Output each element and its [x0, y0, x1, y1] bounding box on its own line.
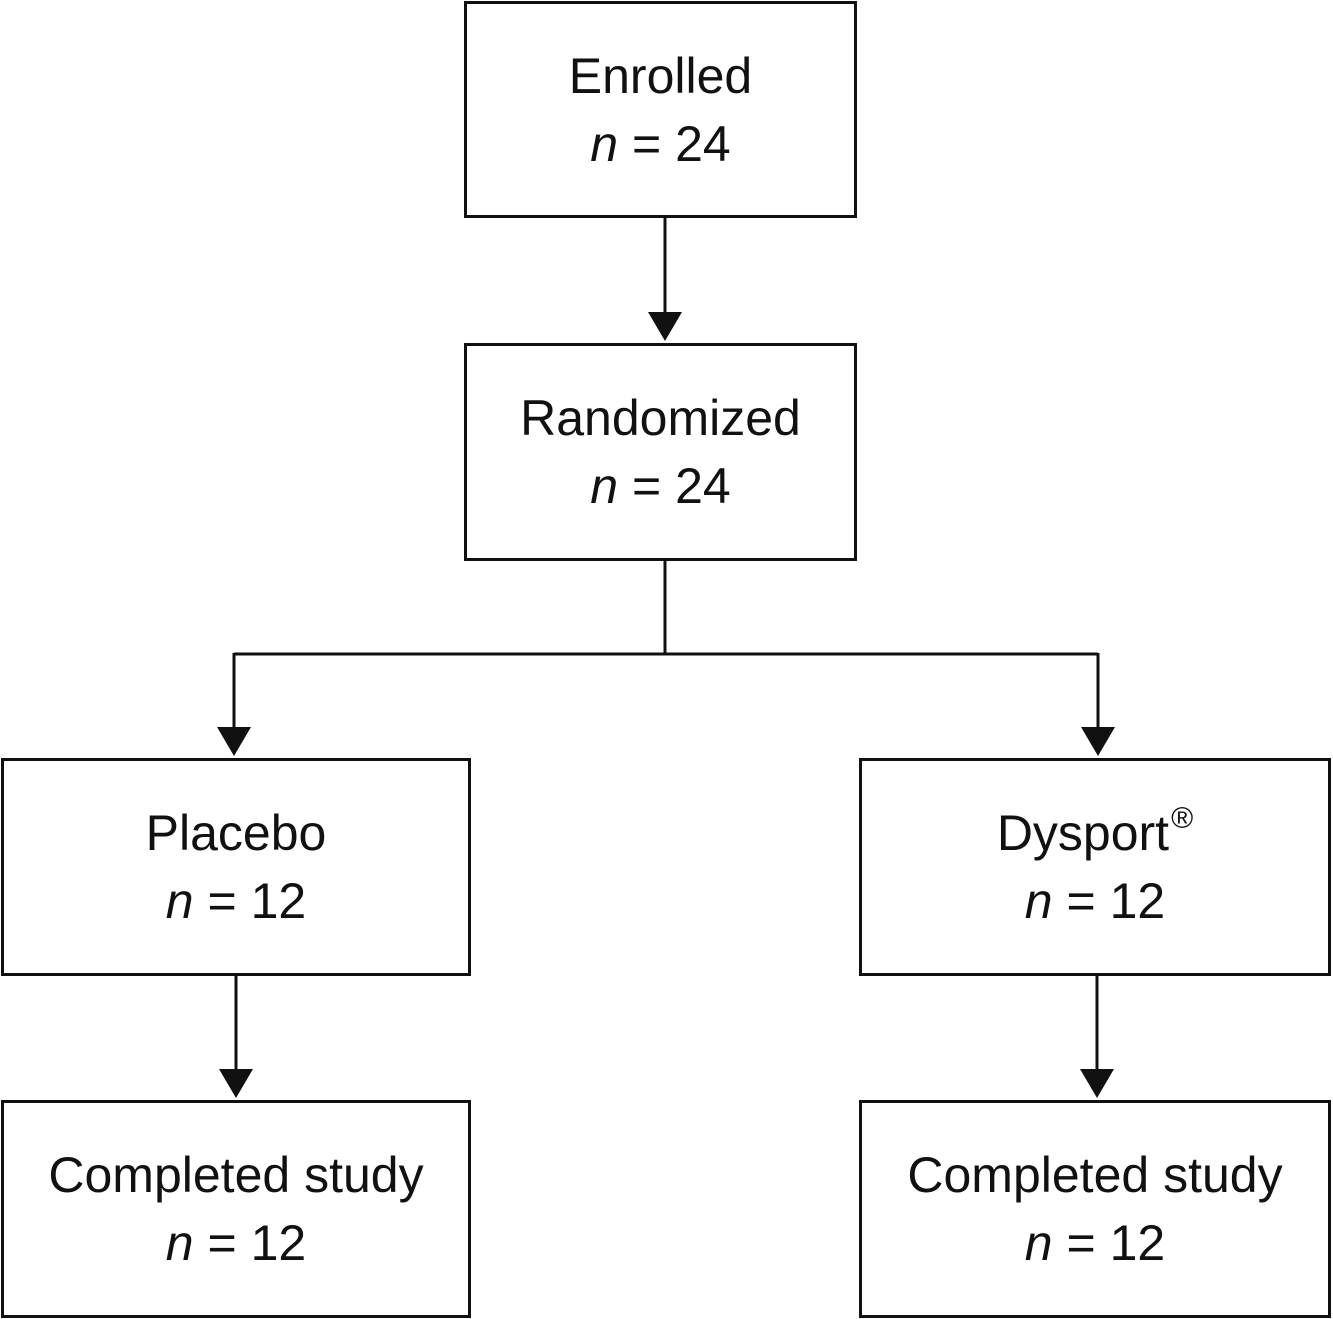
placebo-n-value: = 12: [207, 873, 307, 929]
randomized-n-value: = 24: [632, 458, 731, 514]
arrow-placebo-to-completed: [219, 976, 253, 1098]
enrolled-box: Enrolled n = 24: [464, 1, 857, 218]
dysport-n-value: = 12: [1066, 873, 1166, 929]
dysport-box: Dysport® n = 12: [859, 758, 1331, 976]
enrolled-count: n = 24: [590, 110, 730, 178]
completed-dysport-n-symbol: n: [1024, 1215, 1053, 1271]
randomized-label: Randomized: [520, 390, 801, 446]
arrow-randomized-to-placebo: [217, 653, 251, 756]
placebo-count: n = 12: [166, 867, 306, 935]
enrolled-label: Enrolled: [568, 47, 753, 104]
placebo-n-symbol: n: [165, 873, 194, 929]
completed-placebo-count: n = 12: [166, 1209, 306, 1277]
completed-dysport-label: Completed study: [907, 1147, 1283, 1203]
enrolled-n-symbol: n: [590, 115, 619, 172]
placebo-label: Placebo: [145, 805, 327, 861]
randomized-count: n = 24: [590, 452, 730, 520]
completed-placebo-n-symbol: n: [165, 1215, 194, 1271]
completed-dysport-n-value: = 12: [1066, 1215, 1166, 1271]
dysport-label: Dysport: [996, 805, 1170, 861]
randomized-n-symbol: n: [590, 458, 619, 514]
completed-placebo-n-value: = 12: [207, 1215, 307, 1271]
completed-placebo-label: Completed study: [48, 1147, 424, 1203]
placebo-box: Placebo n = 12: [1, 758, 471, 976]
arrow-enrolled-to-randomized: [648, 218, 682, 341]
dysport-count: n = 12: [1025, 867, 1165, 935]
arrow-randomized-to-dysport: [1081, 653, 1115, 756]
dysport-label-line: Dysport®: [997, 799, 1193, 867]
arrow-dysport-to-completed: [1080, 976, 1114, 1098]
dysport-n-symbol: n: [1024, 873, 1053, 929]
completed-dysport-box: Completed study n = 12: [859, 1100, 1331, 1318]
split-connector: [234, 561, 1098, 656]
registered-mark: ®: [1171, 802, 1194, 835]
randomized-box: Randomized n = 24: [464, 343, 857, 561]
completed-dysport-count: n = 12: [1025, 1209, 1165, 1277]
enrolled-n-value: = 24: [632, 115, 731, 172]
completed-placebo-box: Completed study n = 12: [1, 1100, 471, 1318]
